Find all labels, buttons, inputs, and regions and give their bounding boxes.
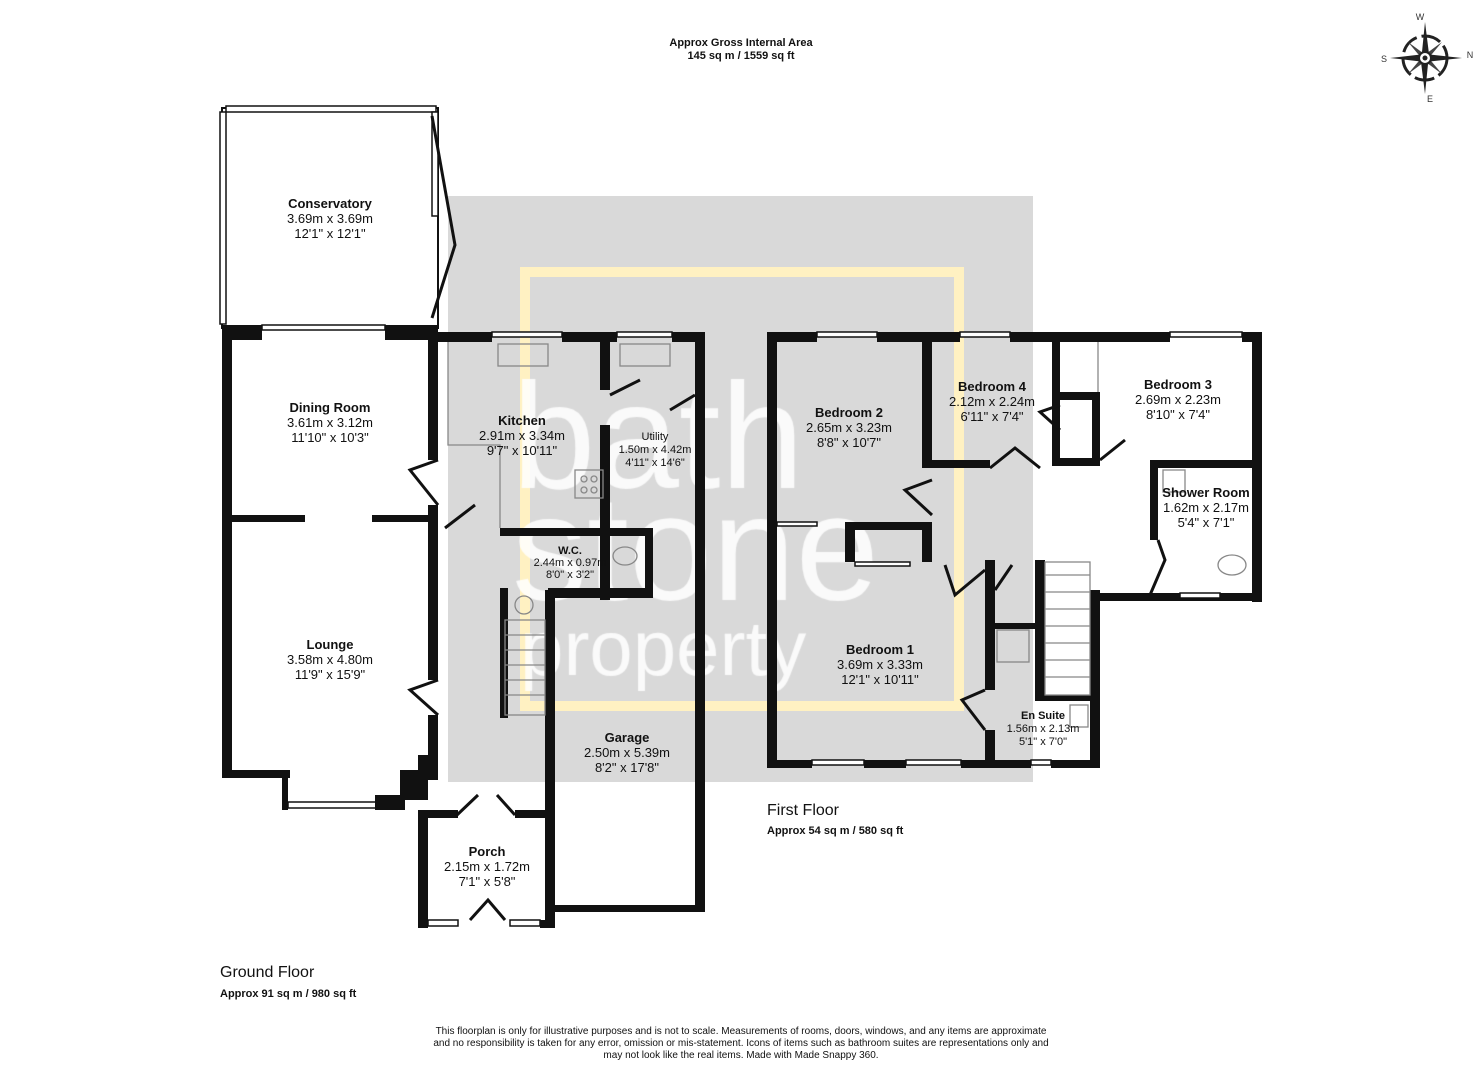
gross-area-value: 145 sq m / 1559 sq ft <box>688 50 795 62</box>
room-wc: W.C. 2.44m x 0.97m 8'0" x 3'2" <box>534 545 607 581</box>
svg-text:12'1" x 12'1": 12'1" x 12'1" <box>294 226 366 241</box>
svg-text:9'7" x 10'11": 9'7" x 10'11" <box>487 443 558 458</box>
compass-south: S <box>1381 54 1387 64</box>
svg-text:8'10" x 7'4": 8'10" x 7'4" <box>1146 407 1210 422</box>
ground-floor-walls <box>219 105 705 928</box>
compass-icon: W N S E <box>1381 12 1473 104</box>
first-floor-area: Approx 54 sq m / 580 sq ft <box>767 825 904 837</box>
gross-area-title: Approx Gross Internal Area <box>669 37 813 49</box>
svg-text:Conservatory: Conservatory <box>288 196 373 211</box>
first-floor-label: First Floor <box>767 802 840 819</box>
svg-text:1.62m x 2.17m: 1.62m x 2.17m <box>1163 500 1249 515</box>
svg-text:Kitchen: Kitchen <box>498 413 546 428</box>
svg-text:Utility: Utility <box>642 431 669 443</box>
room-porch: Porch 2.15m x 1.72m 7'1" x 5'8" <box>444 844 530 889</box>
room-conservatory: Conservatory 3.69m x 3.69m 12'1" x 12'1" <box>287 196 373 241</box>
disclaimer-line-2: and no responsibility is taken for any e… <box>433 1038 1048 1049</box>
room-garage: Garage 2.50m x 5.39m 8'2" x 17'8" <box>584 730 670 775</box>
svg-text:8'0" x 3'2": 8'0" x 3'2" <box>546 569 594 581</box>
svg-text:Lounge: Lounge <box>307 637 354 652</box>
room-kitchen: Kitchen 2.91m x 3.34m 9'7" x 10'11" <box>479 413 565 458</box>
disclaimer-line-1: This floorplan is only for illustrative … <box>436 1026 1047 1037</box>
svg-text:11'9" x 15'9": 11'9" x 15'9" <box>295 667 366 682</box>
room-utility: Utility 1.50m x 4.42m 4'11" x 14'6" <box>619 431 692 469</box>
svg-text:2.50m x 5.39m: 2.50m x 5.39m <box>584 745 670 760</box>
svg-text:3.61m x 3.12m: 3.61m x 3.12m <box>287 415 373 430</box>
svg-text:1.50m x 4.42m: 1.50m x 4.42m <box>619 444 692 456</box>
first-floor-walls <box>767 331 1262 768</box>
svg-text:12'1" x 10'11": 12'1" x 10'11" <box>841 672 919 687</box>
compass-north: N <box>1467 50 1474 60</box>
svg-text:2.91m x 3.34m: 2.91m x 3.34m <box>479 428 565 443</box>
svg-text:8'8" x 10'7": 8'8" x 10'7" <box>817 435 881 450</box>
room-bedroom-2: Bedroom 2 2.65m x 3.23m 8'8" x 10'7" <box>806 405 892 450</box>
svg-text:Shower Room: Shower Room <box>1162 485 1249 500</box>
svg-text:Bedroom 1: Bedroom 1 <box>846 642 914 657</box>
compass-east: E <box>1427 94 1433 104</box>
svg-text:2.15m x 1.72m: 2.15m x 1.72m <box>444 859 530 874</box>
svg-text:11'10" x 10'3": 11'10" x 10'3" <box>291 430 369 445</box>
svg-text:2.44m x 0.97m: 2.44m x 0.97m <box>534 557 607 569</box>
svg-text:5'1" x 7'0": 5'1" x 7'0" <box>1019 736 1067 748</box>
svg-text:Garage: Garage <box>605 730 650 745</box>
svg-text:3.69m x 3.33m: 3.69m x 3.33m <box>837 657 923 672</box>
room-lounge: Lounge 3.58m x 4.80m 11'9" x 15'9" <box>287 637 373 682</box>
room-dining-room: Dining Room 3.61m x 3.12m 11'10" x 10'3" <box>287 400 373 445</box>
svg-text:Porch: Porch <box>469 844 506 859</box>
svg-text:W.C.: W.C. <box>558 545 582 557</box>
svg-text:6'11" x 7'4": 6'11" x 7'4" <box>960 409 1023 424</box>
room-bedroom-4: Bedroom 4 2.12m x 2.24m 6'11" x 7'4" <box>949 379 1035 424</box>
svg-text:8'2" x 17'8": 8'2" x 17'8" <box>595 760 659 775</box>
svg-text:5'4" x 7'1": 5'4" x 7'1" <box>1178 515 1235 530</box>
svg-text:3.69m x 3.69m: 3.69m x 3.69m <box>287 211 373 226</box>
ground-floor-label: Ground Floor <box>220 964 315 981</box>
svg-text:1.56m x 2.13m: 1.56m x 2.13m <box>1007 723 1080 735</box>
ground-floor-area: Approx 91 sq m / 980 sq ft <box>220 988 357 1000</box>
svg-text:Bedroom 3: Bedroom 3 <box>1144 377 1212 392</box>
svg-text:Bedroom 4: Bedroom 4 <box>958 379 1027 394</box>
svg-text:2.69m x 2.23m: 2.69m x 2.23m <box>1135 392 1221 407</box>
svg-text:7'1" x 5'8": 7'1" x 5'8" <box>459 874 516 889</box>
room-shower-room: Shower Room 1.62m x 2.17m 5'4" x 7'1" <box>1162 485 1249 530</box>
svg-text:3.58m x 4.80m: 3.58m x 4.80m <box>287 652 373 667</box>
svg-text:2.65m x 3.23m: 2.65m x 3.23m <box>806 420 892 435</box>
room-bedroom-1: Bedroom 1 3.69m x 3.33m 12'1" x 10'11" <box>837 642 923 687</box>
room-en-suite: En Suite 1.56m x 2.13m 5'1" x 7'0" <box>1007 710 1080 748</box>
svg-text:Bedroom 2: Bedroom 2 <box>815 405 883 420</box>
disclaimer-line-3: may not look like the real items. Made w… <box>603 1050 878 1061</box>
svg-text:2.12m x 2.24m: 2.12m x 2.24m <box>949 394 1035 409</box>
svg-text:En Suite: En Suite <box>1021 710 1065 722</box>
svg-text:Dining Room: Dining Room <box>290 400 371 415</box>
svg-text:4'11" x 14'6": 4'11" x 14'6" <box>625 457 685 469</box>
room-bedroom-3: Bedroom 3 2.69m x 2.23m 8'10" x 7'4" <box>1135 377 1221 422</box>
watermark-logo <box>448 196 1033 782</box>
compass-west: W <box>1416 12 1425 22</box>
